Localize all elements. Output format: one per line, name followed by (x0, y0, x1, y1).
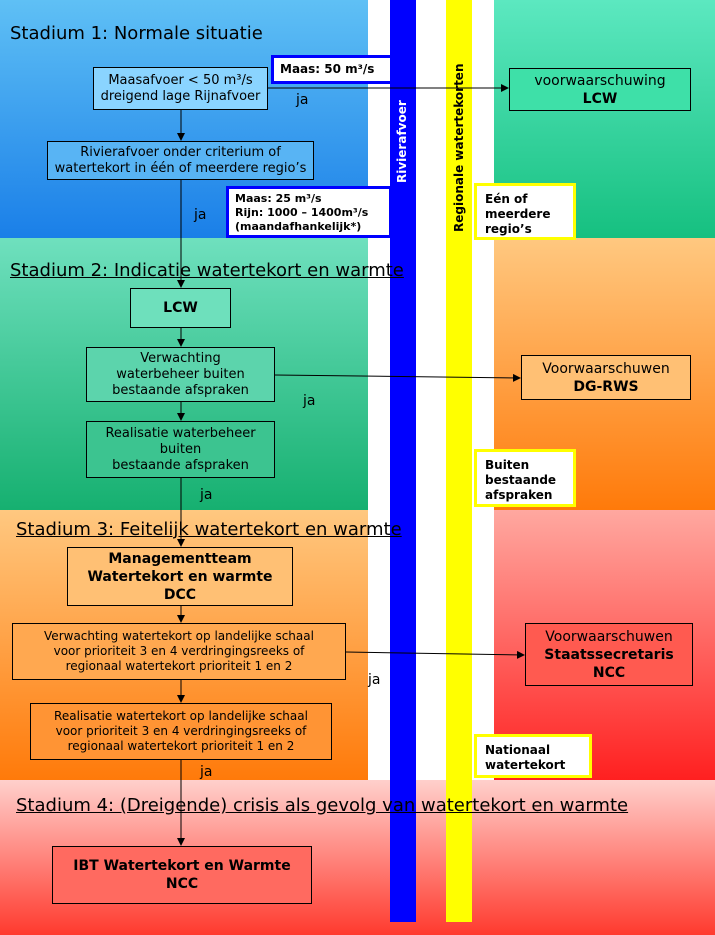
managementteam-line3: DCC (163, 586, 197, 603)
realisatie-waterbeheer-box: Realisatie waterbeheer buiten bestaande … (86, 421, 275, 478)
ja-label-3: ja (303, 393, 316, 409)
stage4-title: Stadium 4: (Dreigende) crisis als gevolg… (16, 795, 629, 816)
criterion-maas25-line1: Maas: 25 m³/s (235, 192, 322, 205)
regios-line1: Eén of (485, 192, 528, 206)
voorwaarschuwen-staats-box: Voorwaarschuwen Staatssecretaris NCC (525, 623, 693, 686)
voorwaarschuwen-staats-line2: Staatssecretaris (544, 646, 674, 663)
voorwaarschuwen-dgrws-box: Voorwaarschuwen DG-RWS (521, 355, 691, 400)
blue-bar (390, 0, 416, 922)
realisatie-watertekort-line2: voor prioriteit 3 en 4 verdringingsreeks… (55, 724, 307, 738)
realisatie-waterbeheer-line3: bestaande afspraken (112, 457, 249, 473)
criterion-maas50-text: Maas: 50 m³/s (280, 62, 375, 76)
voorwaarschuwen-dgrws-line2: DG-RWS (573, 378, 639, 395)
verwachting-waterbeheer-line3: bestaande afspraken (112, 382, 249, 398)
regios-box: Eén of meerdere regio’s (474, 183, 576, 240)
realisatie-waterbeheer-line2: buiten (159, 441, 202, 457)
lcw-box: LCW (130, 288, 231, 328)
rivierafvoer-box: Rivierafvoer onder criterium of watertek… (47, 141, 314, 180)
verwachting-waterbeheer-line2: waterbeheer buiten (116, 366, 245, 382)
verwachting-waterbeheer-box: Verwachting waterbeheer buiten bestaande… (86, 347, 275, 402)
managementteam-box: Managementteam Watertekort en warmte DCC (67, 547, 293, 606)
criterion-maas25-line3: (maandafhankelijk*) (235, 220, 362, 233)
voorwaarschuwing-lcw-line1: voorwaarschuwing (534, 72, 666, 89)
ja-label-5: ja (368, 672, 381, 688)
maasafvoer-line1: Maasafvoer < 50 m³/s (108, 72, 253, 88)
rivierafvoer-line1: Rivierafvoer onder criterium of (80, 144, 281, 160)
verwachting-watertekort-line1: Verwachting watertekort op landelijke sc… (44, 629, 314, 643)
voorwaarschuwing-lcw-box: voorwaarschuwing LCW (509, 68, 691, 111)
nationaal-line1: Nationaal (485, 743, 551, 757)
verwachting-watertekort-line2: voor prioriteit 3 en 4 verdringingsreeks… (53, 644, 305, 658)
voorwaarschuwing-lcw-line2: LCW (582, 90, 618, 107)
regios-line3: regio’s (485, 222, 532, 236)
yellow-bar (446, 0, 472, 922)
stage2-title: Stadium 2: Indicatie watertekort en warm… (10, 260, 404, 281)
criterion-maas25-line2: Rijn: 1000 – 1400m³/s (235, 206, 369, 219)
stage1-title: Stadium 1: Normale situatie (10, 23, 263, 44)
realisatie-watertekort-line3: regionaal watertekort prioriteit 1 en 2 (67, 739, 295, 753)
verwachting-waterbeheer-line1: Verwachting (140, 350, 221, 366)
ja-label-2: ja (194, 207, 207, 223)
ja-label-1: ja (296, 92, 309, 108)
criterion-maas50-box: Maas: 50 m³/s (271, 55, 393, 84)
stage3-title: Stadium 3: Feitelijk watertekort en warm… (16, 519, 402, 540)
realisatie-watertekort-box: Realisatie watertekort op landelijke sch… (30, 703, 332, 760)
verwachting-watertekort-line3: regionaal watertekort prioriteit 1 en 2 (65, 659, 293, 673)
voorwaarschuwen-staats-line1: Voorwaarschuwen (545, 628, 673, 645)
realisatie-watertekort-line1: Realisatie watertekort op landelijke sch… (54, 709, 308, 723)
lcw-label: LCW (163, 300, 198, 316)
managementteam-line1: Managementteam (108, 550, 252, 567)
ibt-line2: NCC (165, 876, 199, 892)
ja-label-4: ja (200, 487, 213, 503)
buiten-line2: bestaande (485, 473, 557, 487)
regios-line2: meerdere (485, 207, 551, 221)
ibt-box: IBT Watertekort en Warmte NCC (52, 846, 312, 904)
buiten-box: Buiten bestaande afspraken (474, 449, 576, 507)
buiten-line3: afspraken (485, 488, 553, 502)
nationaal-line2: watertekort (485, 758, 566, 772)
ibt-line1: IBT Watertekort en Warmte (73, 858, 291, 874)
managementteam-line2: Watertekort en warmte (87, 568, 273, 585)
criterion-maas25-box: Maas: 25 m³/s Rijn: 1000 – 1400m³/s (maa… (226, 186, 392, 238)
maasafvoer-line2: dreigend lage Rijnafvoer (100, 88, 261, 104)
voorwaarschuwen-dgrws-line1: Voorwaarschuwen (542, 360, 670, 377)
rivierafvoer-line2: watertekort in één of meerdere regio’s (54, 160, 307, 176)
nationaal-box: Nationaal watertekort (474, 734, 592, 778)
ja-label-6: ja (200, 764, 213, 780)
realisatie-waterbeheer-line1: Realisatie waterbeheer (105, 425, 256, 441)
voorwaarschuwen-staats-line3: NCC (592, 664, 626, 681)
maasafvoer-box: Maasafvoer < 50 m³/s dreigend lage Rijna… (93, 67, 268, 110)
buiten-line1: Buiten (485, 458, 530, 472)
verwachting-watertekort-box: Verwachting watertekort op landelijke sc… (12, 623, 346, 680)
